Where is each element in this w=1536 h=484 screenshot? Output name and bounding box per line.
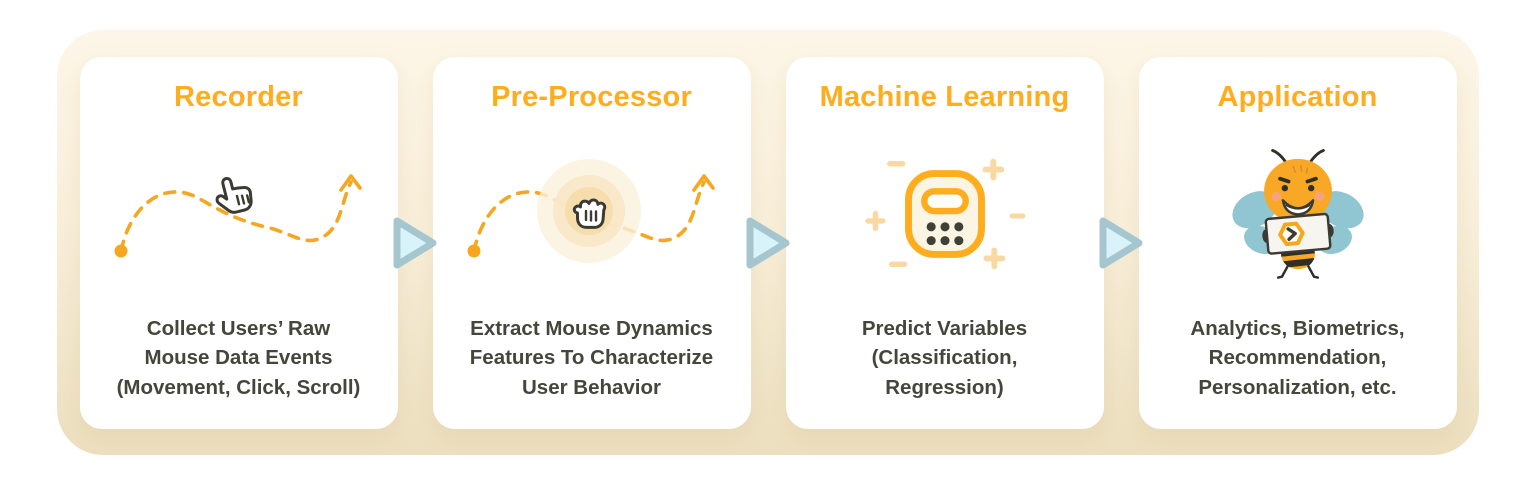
flow-connector-3 [1099, 210, 1143, 276]
trail-arrowhead [691, 173, 715, 192]
calculator-icon [800, 114, 1090, 314]
card-pre-processor: Pre-Processor Extrac [432, 56, 751, 429]
card-application-description: Analytics, Biometrics, Recommendation, P… [1190, 316, 1405, 399]
flow-connector-2 [746, 210, 790, 276]
flow-connector-1 [393, 210, 437, 276]
mouse-path-cursor-svg [114, 173, 362, 258]
grab-hand-cursor [572, 198, 606, 229]
dashed-mouse-trail [118, 179, 353, 253]
card-pre-processor-description: Extract Mouse Dynamics Features To Chara… [469, 316, 714, 399]
bee-head [1263, 158, 1332, 223]
calculator-svg [864, 158, 1025, 269]
pointer-hand-cursor [215, 176, 253, 214]
card-machine-learning-title: Machine Learning [819, 80, 1070, 113]
card-recorder-description: Collect Users’ Raw Mouse Data Events (Mo… [116, 316, 361, 399]
calculator-keys [926, 222, 963, 245]
plus-minus-decorations [864, 158, 1025, 269]
mouse-path-cursor-icon [94, 114, 384, 314]
mouse-path-grab-icon [447, 114, 737, 314]
triangle-arrow-icon [746, 217, 790, 268]
pipeline-flow: Recorder Collect Users’ Raw Mouse Data E… [79, 56, 1457, 429]
triangle-arrow-icon [393, 217, 437, 268]
bee-laptop-icon [1153, 114, 1443, 314]
chevron-logo [1285, 226, 1297, 241]
trail-arrowhead [338, 173, 362, 192]
card-recorder: Recorder Collect Users’ Raw Mouse Data E… [79, 56, 398, 429]
bee-laptop-svg [1231, 148, 1364, 279]
hexagon-logo [1277, 221, 1305, 246]
card-machine-learning: Machine Learning [785, 56, 1104, 429]
card-application-title: Application [1217, 80, 1378, 113]
card-machine-learning-description: Predict Variables (Classification, Regre… [861, 316, 1028, 399]
card-application: Application [1138, 56, 1457, 429]
calculator-display [920, 187, 969, 214]
card-recorder-title: Recorder [174, 80, 303, 113]
card-pre-processor-title: Pre-Processor [491, 80, 692, 113]
pipeline-panel: Recorder Collect Users’ Raw Mouse Data E… [57, 30, 1479, 455]
triangle-arrow-icon [1099, 217, 1143, 268]
bee-legs [1276, 264, 1319, 279]
bee-laptop [1261, 212, 1334, 255]
mouse-path-grab-svg [467, 158, 715, 263]
